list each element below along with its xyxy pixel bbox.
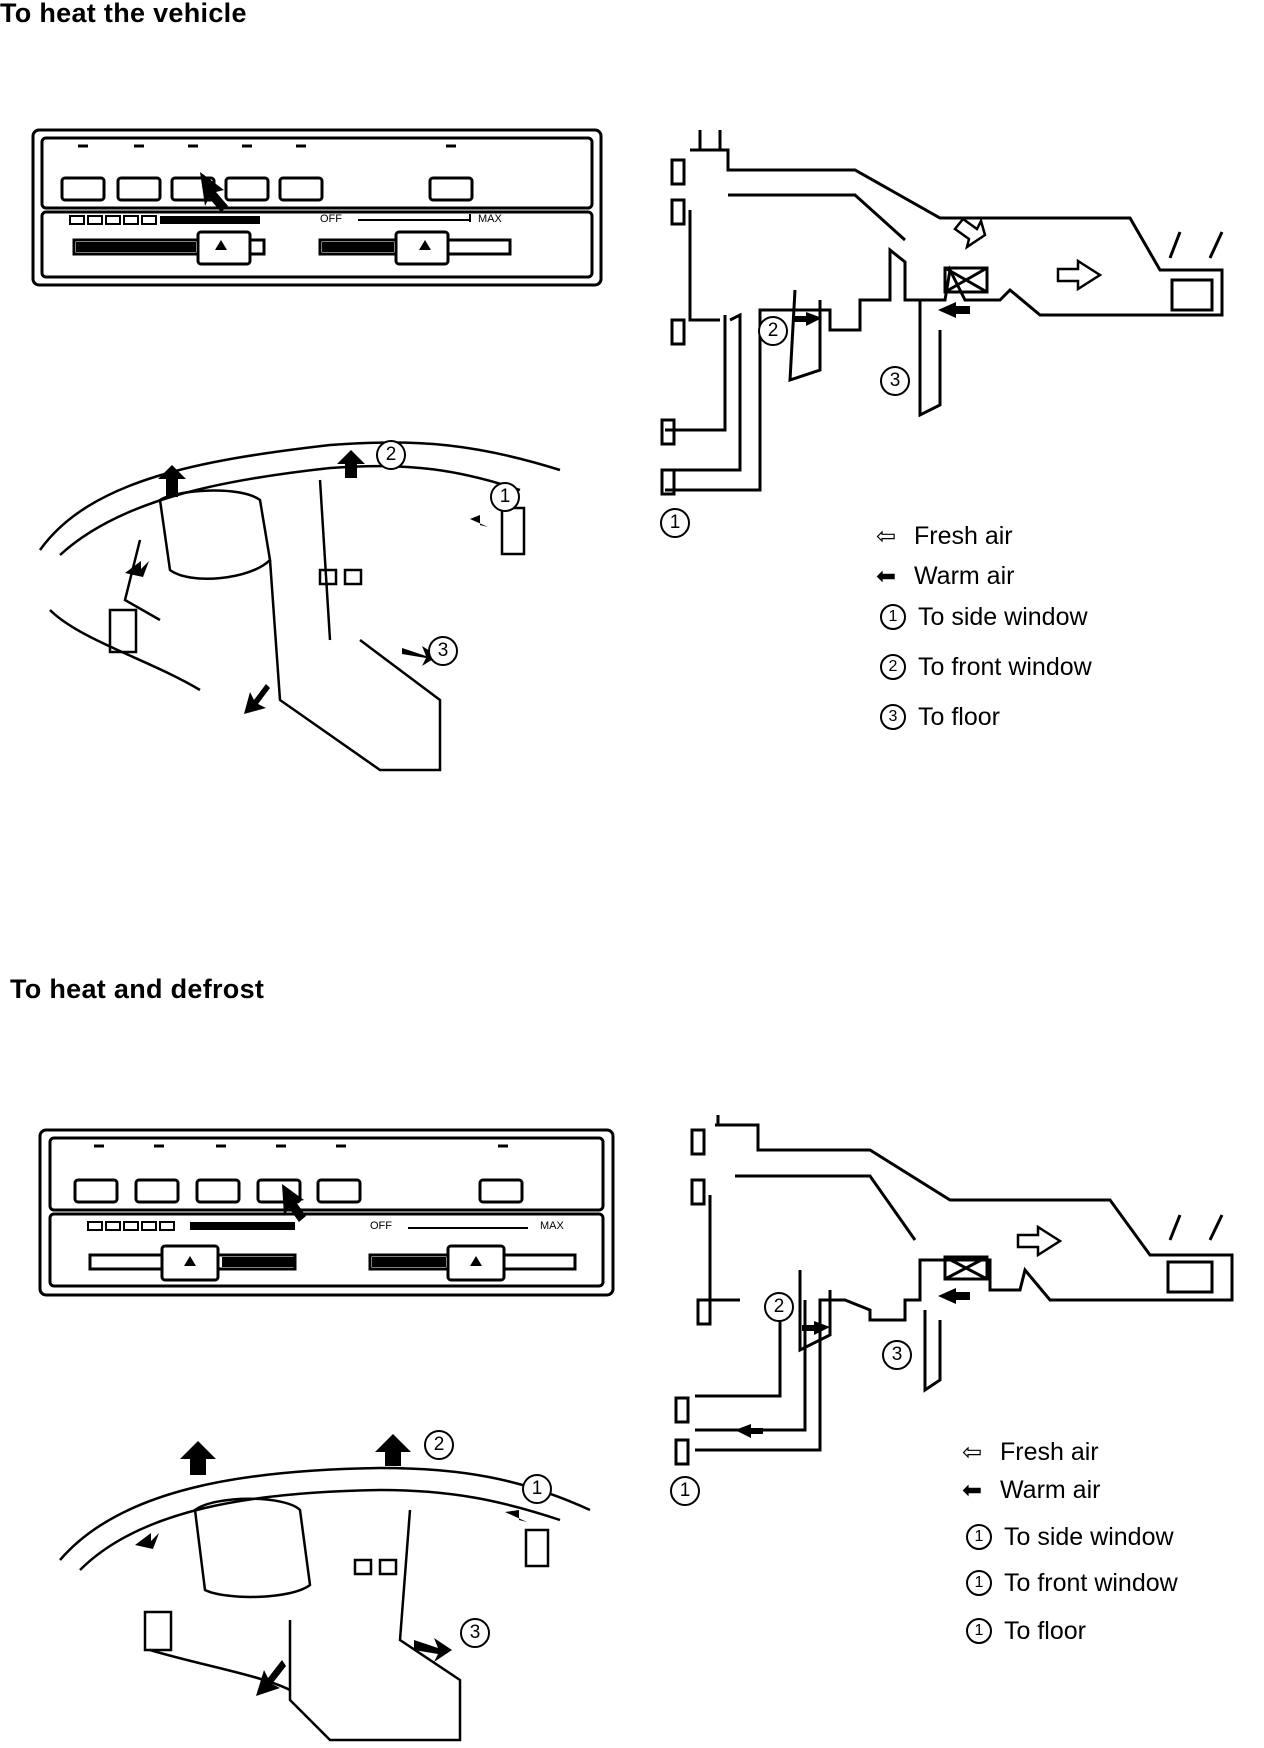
legend-item-2: To front window (918, 652, 1092, 681)
marker-2-dash-2: 2 (424, 1430, 454, 1460)
marker-3-schematic-1: 3 (880, 366, 910, 396)
legend-item-3: To floor (918, 702, 1000, 731)
section-1-heading: To heat the vehicle (0, 0, 247, 28)
fresh-air-arrow-icon: ⇦ (876, 522, 897, 550)
marker-1-schematic-1: 1 (660, 508, 690, 538)
fan-max-label-1: MAX (478, 213, 502, 225)
fan-off-label-2: OFF (370, 1220, 392, 1232)
legend-item-2: To front window (1004, 1568, 1178, 1597)
fan-off-label-1: OFF (320, 213, 342, 225)
legend-num-1: 1 (966, 1524, 992, 1550)
legend-item-1: To side window (918, 602, 1088, 631)
marker-2-dash-1: 2 (376, 440, 406, 470)
marker-2-schematic-1: 2 (758, 316, 788, 346)
marker-3-dash-1: 3 (428, 636, 458, 666)
legend-num-2: 2 (880, 654, 906, 680)
section-2-heading: To heat and defrost (10, 974, 265, 1004)
marker-1-dash-1: 1 (490, 482, 520, 512)
legend-num-3: 1 (966, 1618, 992, 1644)
legend-warm-air: Warm air (914, 562, 1015, 590)
legend-fresh-air: Fresh air (914, 522, 1013, 550)
fresh-air-arrow-icon: ⇦ (962, 1438, 983, 1466)
marker-2-schematic-2: 2 (764, 1292, 794, 1322)
legend-item-3: To floor (1004, 1616, 1086, 1645)
marker-1-schematic-2: 1 (670, 1476, 700, 1506)
legend-num-2: 1 (966, 1570, 992, 1596)
warm-air-arrow-icon: ⬅ (876, 562, 897, 590)
legend-num-1: 1 (880, 604, 906, 630)
warm-air-arrow-icon: ⬅ (962, 1476, 983, 1504)
legend-num-3: 3 (880, 704, 906, 730)
marker-3-schematic-2: 3 (882, 1340, 912, 1370)
legend-warm-air: Warm air (1000, 1476, 1101, 1504)
marker-1-dash-2: 1 (522, 1474, 552, 1504)
legend-fresh-air: Fresh air (1000, 1438, 1099, 1466)
marker-3-dash-2: 3 (460, 1618, 490, 1648)
fan-max-label-2: MAX (540, 1220, 564, 1232)
legend-item-1: To side window (1004, 1522, 1174, 1551)
